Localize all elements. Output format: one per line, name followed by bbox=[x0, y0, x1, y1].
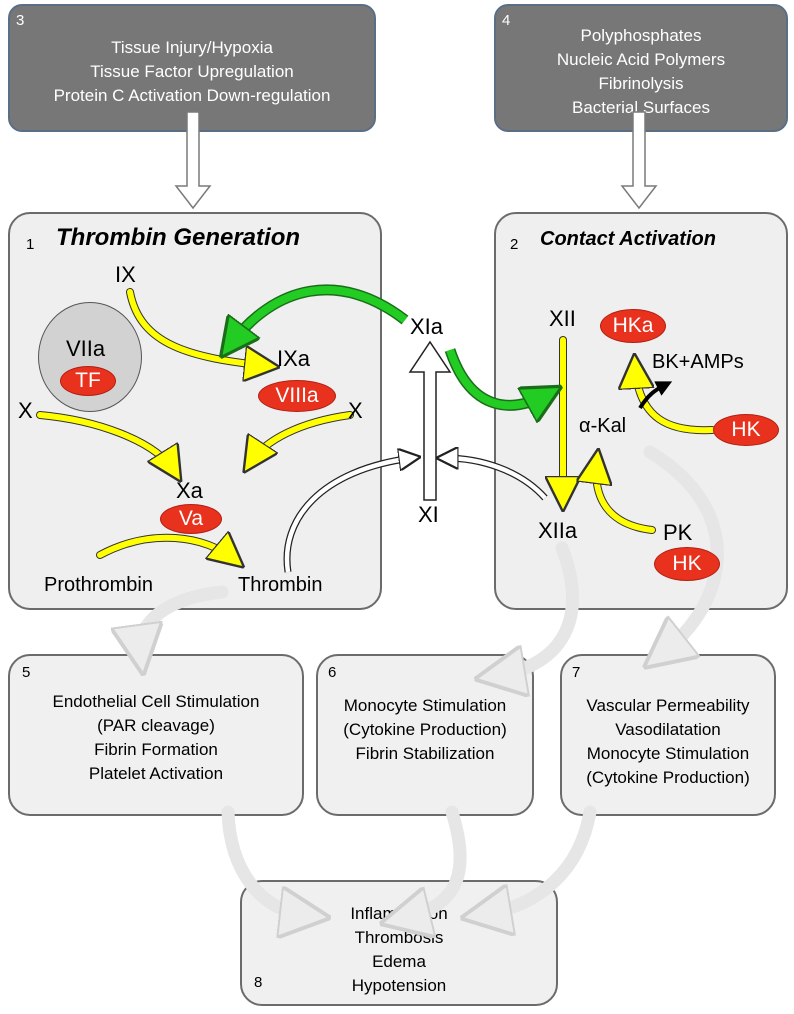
box-4-text: Polyphosphates Nucleic Acid Polymers Fib… bbox=[496, 24, 786, 120]
bk-release-arrow bbox=[638, 381, 673, 410]
box-number: 6 bbox=[328, 664, 337, 681]
box-number: 5 bbox=[22, 664, 31, 681]
factor-tf: TF bbox=[75, 369, 101, 392]
box-6-line: (Cytokine Production) bbox=[343, 720, 507, 739]
box-number: 4 bbox=[502, 12, 511, 29]
factor-va-pill: Va bbox=[160, 504, 222, 534]
box-3-line: Tissue Factor Upregulation bbox=[90, 62, 294, 81]
box-3-tissue-injury: 3 Tissue Injury/Hypoxia Tissue Factor Up… bbox=[8, 4, 376, 132]
box-6-line: Fibrin Stabilization bbox=[355, 744, 495, 763]
factor-viiia-pill: VIIIa bbox=[258, 380, 336, 412]
factor-alpha-kal: α-Kal bbox=[579, 415, 627, 437]
box-6-monocyte: 6 Monocyte Stimulation (Cytokine Product… bbox=[316, 654, 534, 816]
factor-xii: XII bbox=[549, 306, 576, 331]
factor-x-right: X bbox=[348, 398, 363, 423]
factor-viiia: VIIIa bbox=[275, 384, 319, 407]
box-title: Contact Activation bbox=[540, 228, 716, 250]
box-4-line: Polyphosphates bbox=[580, 26, 702, 45]
factor-hk-bottom: HK bbox=[672, 552, 702, 575]
box-number: 8 bbox=[254, 974, 263, 991]
box-7-line: Vasodilatation bbox=[615, 720, 721, 739]
factor-prothrombin: Prothrombin bbox=[44, 574, 153, 596]
box-7-text: Vascular Permeability Vasodilatation Mon… bbox=[562, 694, 774, 790]
box-number: 3 bbox=[16, 12, 25, 29]
factor-hka-pill: HKa bbox=[600, 309, 666, 343]
factor-ix: IX bbox=[115, 262, 136, 287]
white-activation-arrows bbox=[283, 458, 548, 573]
box-5-line: Platelet Activation bbox=[88, 764, 224, 783]
factor-x-left: X bbox=[18, 398, 33, 423]
box-number: 1 bbox=[26, 236, 35, 253]
box-7-line: (Cytokine Production) bbox=[586, 768, 750, 787]
top-down-arrows bbox=[174, 111, 658, 210]
outcome-flow-arrows bbox=[140, 445, 724, 918]
factor-xiia: XIIa bbox=[538, 518, 578, 543]
factor-hka: HKa bbox=[612, 314, 654, 337]
box-4-line: Bacterial Surfaces bbox=[572, 98, 710, 117]
box-7-vascular: 7 Vascular Permeability Vasodilatation M… bbox=[560, 654, 776, 816]
box-number: 7 bbox=[572, 664, 581, 681]
box-3-line: Tissue Injury/Hypoxia bbox=[111, 38, 273, 57]
box-6-line: Monocyte Stimulation bbox=[343, 696, 507, 715]
box-5-line: Endothelial Cell Stimulation bbox=[52, 692, 260, 711]
factor-hk-top-pill: HK bbox=[713, 414, 779, 446]
xi-to-xia-arrow bbox=[408, 340, 452, 501]
box-7-line: Monocyte Stimulation bbox=[586, 744, 750, 763]
box-5-text: Endothelial Cell Stimulation (PAR cleava… bbox=[10, 690, 302, 786]
box-number: 2 bbox=[510, 236, 519, 253]
box-5-line: (PAR cleavage) bbox=[97, 716, 215, 735]
box-5-line: Fibrin Formation bbox=[94, 740, 218, 759]
green-activation-arrows bbox=[230, 284, 548, 405]
factor-pk: PK bbox=[663, 520, 693, 545]
factor-xa: Xa bbox=[176, 478, 203, 503]
box-3-line: Protein C Activation Down-regulation bbox=[53, 86, 331, 105]
box-4-line: Fibrinolysis bbox=[598, 74, 684, 93]
box-8-line: Hypotension bbox=[351, 976, 447, 995]
box-7-line: Vascular Permeability bbox=[586, 696, 750, 715]
factor-hk-bottom-pill: HK bbox=[654, 547, 720, 581]
factor-viia: VIIa bbox=[66, 336, 106, 361]
factor-xia: XIa bbox=[410, 314, 444, 339]
box-6-text: Monocyte Stimulation (Cytokine Productio… bbox=[318, 694, 532, 766]
factor-bk-amps: BK+AMPs bbox=[652, 351, 744, 373]
box-3-text: Tissue Injury/Hypoxia Tissue Factor Upre… bbox=[10, 36, 374, 108]
box-title: Thrombin Generation bbox=[56, 224, 301, 251]
box-8-line: Edema bbox=[372, 952, 426, 971]
box-4-line: Nucleic Acid Polymers bbox=[556, 50, 726, 69]
factor-ixa: IXa bbox=[277, 346, 311, 371]
factor-va: Va bbox=[178, 507, 204, 530]
box-5-endothelial: 5 Endothelial Cell Stimulation (PAR clea… bbox=[8, 654, 304, 816]
factor-thrombin: Thrombin bbox=[238, 574, 323, 596]
factor-tf-pill: TF bbox=[60, 366, 116, 396]
factor-hk-top: HK bbox=[731, 418, 761, 441]
factor-xi: XI bbox=[418, 502, 439, 527]
